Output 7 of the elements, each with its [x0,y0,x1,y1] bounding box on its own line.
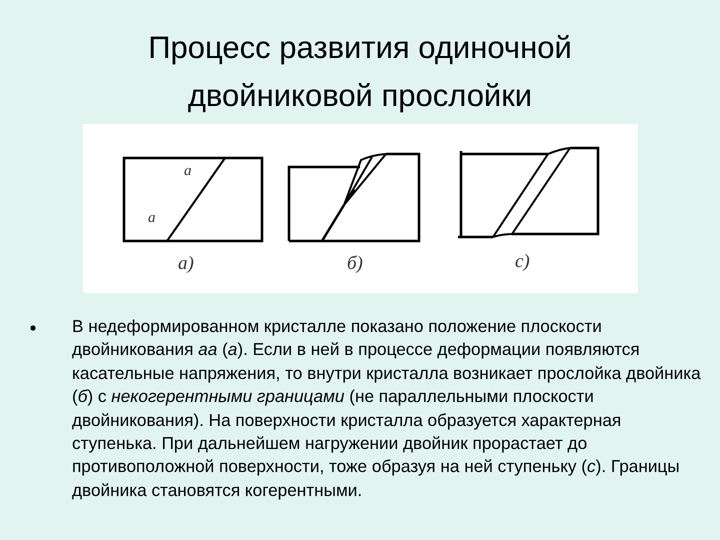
plane-label: а [148,210,156,227]
figure-caption: с) [515,251,530,273]
slide-title: Процесс развития одиночной двойниковой прослойки [147,29,573,115]
figure-caption: а) [178,253,194,275]
plane-label: а [184,163,192,180]
body-paragraph: В недеформированном кристалле показано положение плоскости двойникования аа (а). Если в ней в процессе деформации появляются касательные напряжения, то внутри кристалла возникает прослойка двойника (б) с некогерентными границами (не параллельными плоскости двойникования). На поверхности кристалла образуется характерная ступенька. При дальнейшем нагружении двойник прорастает до противоположной поверхности, тоже образуя на ней ступеньку (с). Границы двойника становятся когерентными. [72,315,702,502]
figure-caption: б) [347,253,363,275]
